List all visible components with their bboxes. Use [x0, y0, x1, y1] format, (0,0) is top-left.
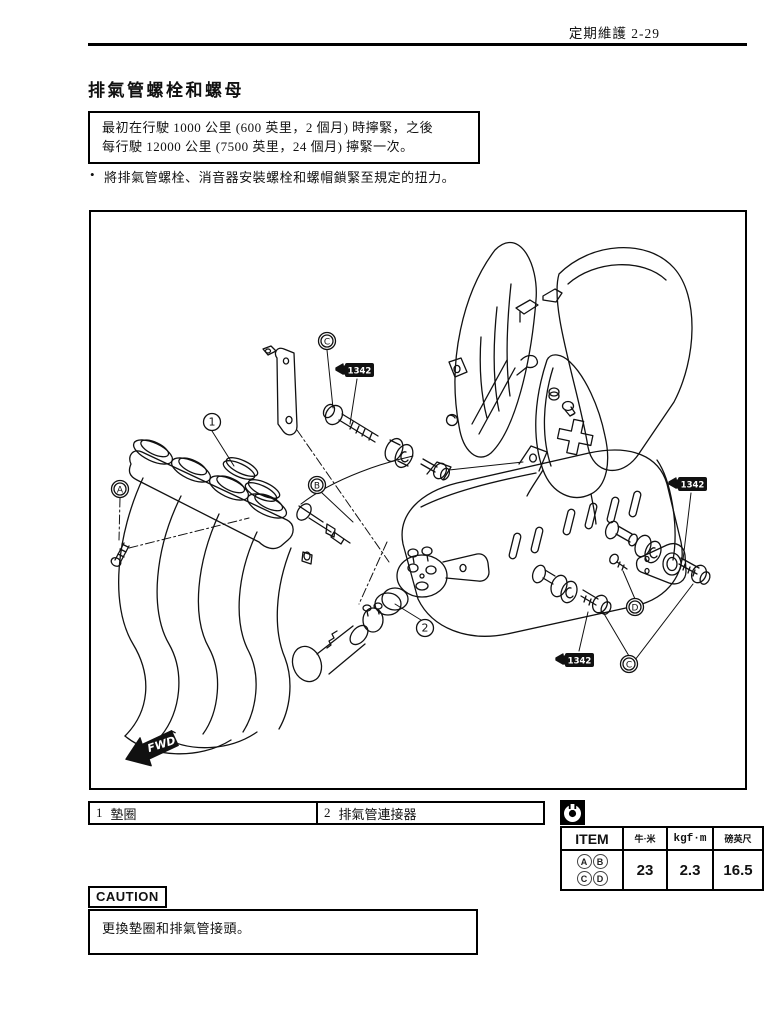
oxygen-sensor [296, 455, 414, 565]
parts-legend-cell-2: 2 排氣管連接器 [318, 803, 543, 823]
exhaust-header-pipes [118, 439, 369, 755]
threadlock-flags: 1342 1342 1342 [335, 363, 707, 667]
svg-text:C: C [324, 338, 330, 348]
interval-line-1: 最初在行駛 1000 公里 (600 英里，2 個月) 時擰緊，之後 [102, 120, 434, 135]
torque-value-kgfm: 2.3 [666, 849, 714, 891]
svg-text:1342: 1342 [681, 481, 705, 491]
svg-text:2: 2 [422, 622, 429, 635]
torque-value-row: A B C D 23 2.3 16.5 [560, 849, 764, 891]
item-letter-c: C [576, 871, 592, 886]
exploded-diagram: 1 2 A B C C D 1342 [89, 210, 747, 790]
torque-header-lbft: 磅英尺 [712, 826, 764, 851]
page-header: 定期維護 2-29 [568, 26, 660, 41]
torque-header-kgfm: kgf·m [666, 826, 714, 851]
interval-line-2: 每行駛 12000 公里 (7500 英里，24 個月) 擰緊一次。 [102, 139, 414, 154]
stud-bolt-a [110, 542, 130, 567]
torque-header-nm: 牛·米 [622, 826, 668, 851]
mount-hardware-right [604, 520, 711, 585]
svg-text:C: C [626, 661, 632, 671]
torque-header-item: ITEM [560, 826, 624, 851]
torque-value-nm: 23 [622, 849, 668, 891]
bullet-marker: • [90, 167, 96, 182]
fwd-arrow: FWD [125, 730, 179, 767]
exhaust-connector [362, 587, 409, 633]
torque-item-letters: A B C D [560, 849, 624, 891]
callout-leaders [211, 349, 694, 661]
callout-b: B [307, 475, 327, 495]
threadlock-flag-top: 1342 [335, 363, 374, 377]
callout-2: 2 [415, 618, 435, 638]
part-1-name: 墊圈 [110, 806, 137, 822]
caution-text: 更換墊圈和排氣管接頭。 [102, 921, 251, 936]
part-2-name: 排氣管連接器 [338, 806, 417, 822]
svg-text:1342: 1342 [568, 657, 592, 667]
item-letter-b: B [592, 854, 608, 869]
svg-text:1342: 1342 [348, 367, 372, 377]
gaskets [222, 457, 281, 502]
callout-d: D [625, 597, 645, 617]
instruction-bullet: • 將排氣管螺栓、消音器安裝螺栓和螺帽鎖緊至規定的扭力。 [90, 167, 455, 186]
maintenance-interval-box: 最初在行駛 1000 公里 (600 英里，2 個月) 時擰緊，之後 每行駛 1… [88, 111, 480, 164]
mount-bolt-top [322, 403, 524, 481]
parts-legend-cell-1: 1 墊圈 [90, 803, 318, 823]
caution-label: CAUTION [88, 886, 167, 908]
callout-1: 1 [202, 412, 222, 432]
torque-wrench-icon [560, 800, 585, 825]
item-letter-a: A [576, 854, 592, 869]
torque-value-lbft: 16.5 [712, 849, 764, 891]
callout-c-bottom: C [619, 654, 639, 674]
header-rule [88, 43, 747, 46]
svg-text:A: A [117, 486, 124, 496]
part-1-number: 1 [96, 805, 103, 820]
threadlock-flag-bottom: 1342 [555, 653, 594, 667]
pipe-strap-bracket [262, 345, 298, 436]
mount-hardware-bottom [531, 564, 612, 615]
callout-c-top: C [317, 331, 337, 351]
callout-labels: 1 2 A B C C D [110, 331, 645, 674]
assembly-lines [118, 429, 390, 605]
exhaust-diagram-svg: 1 2 A B C C D 1342 [110, 242, 711, 767]
muffler-cover-bracket [526, 354, 609, 525]
section-title: 排氣管螺栓和螺母 [88, 81, 244, 100]
callout-a: A [110, 479, 130, 499]
torque-spec-table: ITEM 牛·米 kgf·m 磅英尺 A B C D 23 2.3 [560, 826, 764, 891]
svg-text:1: 1 [209, 416, 216, 429]
caution-box: 更換墊圈和排氣管接頭。 [88, 909, 478, 955]
heat-shield-upper [445, 242, 693, 471]
parts-legend-table: 1 墊圈 2 排氣管連接器 [88, 801, 545, 825]
bullet-text: 將排氣管螺栓、消音器安裝螺栓和螺帽鎖緊至規定的扭力。 [104, 170, 456, 185]
item-letter-d: D [592, 871, 608, 886]
svg-text:B: B [314, 482, 320, 492]
torque-header-row: ITEM 牛·米 kgf·m 磅英尺 [560, 826, 764, 851]
svg-text:D: D [632, 604, 639, 614]
threadlock-flag-right: 1342 [668, 477, 707, 491]
part-2-number: 2 [324, 805, 331, 820]
